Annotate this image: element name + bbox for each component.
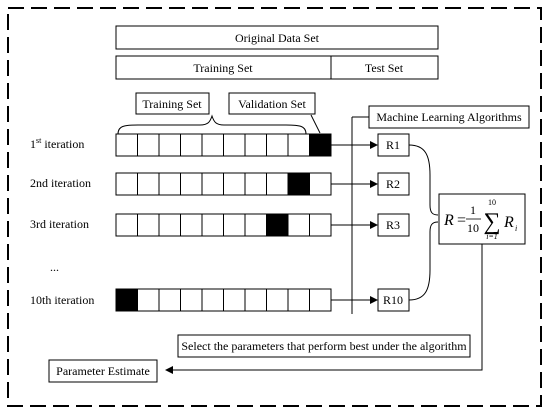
validation-set-callout-box [228,92,316,115]
results-bracket-top [408,144,439,216]
split-box [115,55,439,80]
training-fold-row2-3 [158,172,181,196]
formula: R = 1 10 10 ∑ i=1 R i [443,198,517,241]
validation-fold-row2-9 [287,172,310,196]
results-bracket-bottom [408,221,439,301]
validation-fold-row4-1 [115,288,138,312]
training-fold-row3-9 [287,213,310,237]
sum-symbol: ∑ [483,209,500,235]
test-set-label: Test Set [365,61,404,75]
ellipsis: ... [50,260,59,274]
training-fold-row4-9 [287,288,310,312]
training-set-label: Training Set [193,61,253,75]
training-fold-row1-8 [266,133,289,157]
training-fold-row1-2 [137,133,160,157]
ml-algorithms-label: Machine Learning Algorithms [376,110,522,124]
training-fold-row4-5 [201,288,224,312]
training-fold-row2-10 [309,172,332,196]
validation-pointer [310,114,321,134]
formula-term: R [503,214,514,231]
iteration-label-10: 10th iteration [30,293,94,307]
training-fold-row2-8 [266,172,289,196]
training-fold-row4-10 [309,288,332,312]
result-label-r1: R1 [386,138,400,152]
training-fold-row3-10 [309,213,332,237]
training-fold-row2-2 [137,172,160,196]
formula-eq: = [457,212,466,229]
training-fold-row3-7 [244,213,267,237]
validation-fold-row3-8 [266,213,289,237]
training-fold-row4-7 [244,288,267,312]
training-fold-row1-5 [201,133,224,157]
training-fold-row4-4 [180,288,203,312]
training-fold-row4-6 [223,288,246,312]
training-fold-row3-4 [180,213,203,237]
training-fold-row3-2 [137,213,160,237]
parameter-estimate-label: Parameter Estimate [56,364,150,378]
result-box-r2 [377,172,410,196]
training-set-callout-label: Training Set [142,97,202,111]
training-fold-row3-6 [223,213,246,237]
result-label-r2: R2 [386,177,400,191]
training-fold-row2-4 [180,172,203,196]
training-fold-row3-5 [201,213,224,237]
validation-fold-row1-10 [309,133,332,157]
outer-dashed-frame [7,7,542,407]
training-fold-row1-1 [115,133,138,157]
training-fold-row3-3 [158,213,181,237]
result-box-r3 [377,213,410,237]
training-fold-row4-2 [137,288,160,312]
iteration-label-2: 2nd iteration [30,176,91,190]
training-fold-row3-1 [115,213,138,237]
training-fold-row1-7 [244,133,267,157]
formula-term-sub: i [515,224,517,233]
training-fold-row1-4 [180,133,203,157]
formula-denominator: 10 [467,221,479,235]
formula-numerator: 1 [470,203,476,217]
formula-box [438,193,526,245]
original-data-set-label: Original Data Set [235,31,320,45]
training-fold-row4-3 [158,288,181,312]
iteration-label-3: 3rd iteration [30,217,89,231]
result-label-r3: R3 [386,218,400,232]
fold-rows [115,133,332,312]
sum-upper: 10 [488,198,496,207]
select-parameters-box [177,334,471,358]
formula-feedback-line [165,244,483,374]
training-set-callout-box [135,92,210,115]
formula-lhs: R [443,212,454,229]
result-label-r10: R10 [383,293,403,307]
training-brace [117,114,307,135]
training-fold-row1-3 [158,133,181,157]
training-fold-row2-6 [223,172,246,196]
training-fold-row4-8 [266,288,289,312]
original-data-set-box [115,25,439,50]
select-parameters-label: Select the parameters that perform best … [181,339,467,353]
sum-lower: i=1 [486,232,498,241]
training-fold-row2-7 [244,172,267,196]
iteration-label-1: 1st iteration [30,136,84,151]
training-fold-row1-9 [287,133,310,157]
validation-set-callout-label: Validation Set [238,97,306,111]
training-fold-row2-1 [115,172,138,196]
training-fold-row1-6 [223,133,246,157]
training-fold-row2-5 [201,172,224,196]
parameter-estimate-box [48,359,158,383]
